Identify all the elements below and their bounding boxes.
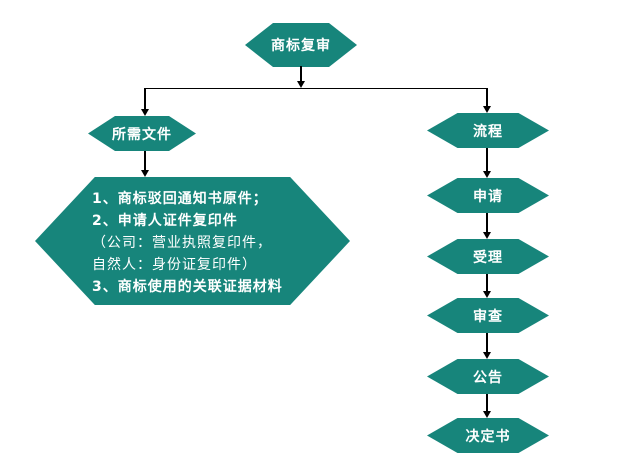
arrowhead-down-root [297, 81, 305, 88]
arrowhead-down-documents [141, 170, 149, 177]
connector-root-vertical [300, 66, 302, 83]
step-node-announce: 公告 [427, 359, 549, 394]
root-node-label: 商标复审 [271, 38, 331, 54]
arrowhead-down-step-accept [483, 232, 491, 239]
right-branch-label: 流程 [473, 123, 503, 140]
step-node-apply: 申请 [427, 178, 549, 213]
connector-process-2 [486, 213, 488, 232]
connector-process-1 [486, 148, 488, 171]
step-label-examine: 审查 [473, 308, 503, 325]
connector-left-to-documents [144, 151, 146, 170]
right-branch-node-process: 流程 [427, 113, 549, 148]
connector-right-drop [486, 88, 488, 106]
step-node-decision: 决定书 [427, 418, 549, 453]
arrowhead-down-step-announce [483, 352, 491, 359]
arrowhead-down-right-branch [483, 106, 491, 113]
document-line-4: 自然人：身份证复印件） [92, 257, 257, 273]
documents-list: 1、商标驳回通知书原件； 2、申请人证件复印件 （公司：营业执照复印件， 自然人… [92, 188, 283, 298]
step-label-accept: 受理 [473, 249, 503, 266]
document-line-5: 3、商标使用的关联证据材料 [92, 279, 283, 295]
step-node-examine: 审查 [427, 298, 549, 333]
left-branch-label: 所需文件 [112, 126, 172, 143]
step-label-decision: 决定书 [465, 428, 511, 445]
step-label-apply: 申请 [473, 188, 503, 205]
arrowhead-down-left-branch [141, 109, 149, 116]
document-line-2: 2、申请人证件复印件 [92, 213, 238, 229]
connector-process-4 [486, 333, 488, 352]
step-node-accept: 受理 [427, 239, 549, 274]
arrowhead-down-step-apply [483, 171, 491, 178]
connector-process-5 [486, 394, 488, 411]
connector-split-horizontal [145, 88, 488, 89]
arrowhead-down-step-decision [483, 411, 491, 418]
documents-list-node: 1、商标驳回通知书原件； 2、申请人证件复印件 （公司：营业执照复印件， 自然人… [35, 177, 350, 305]
connector-process-3 [486, 274, 488, 291]
step-label-announce: 公告 [473, 369, 503, 386]
connector-left-drop [144, 88, 146, 109]
left-branch-node-required-documents: 所需文件 [88, 116, 196, 151]
document-line-3: （公司：营业执照复印件， [92, 235, 272, 251]
root-node-trademark-review: 商标复审 [245, 23, 357, 67]
arrowhead-down-step-examine [483, 291, 491, 298]
document-line-1: 1、商标驳回通知书原件； [92, 191, 268, 207]
